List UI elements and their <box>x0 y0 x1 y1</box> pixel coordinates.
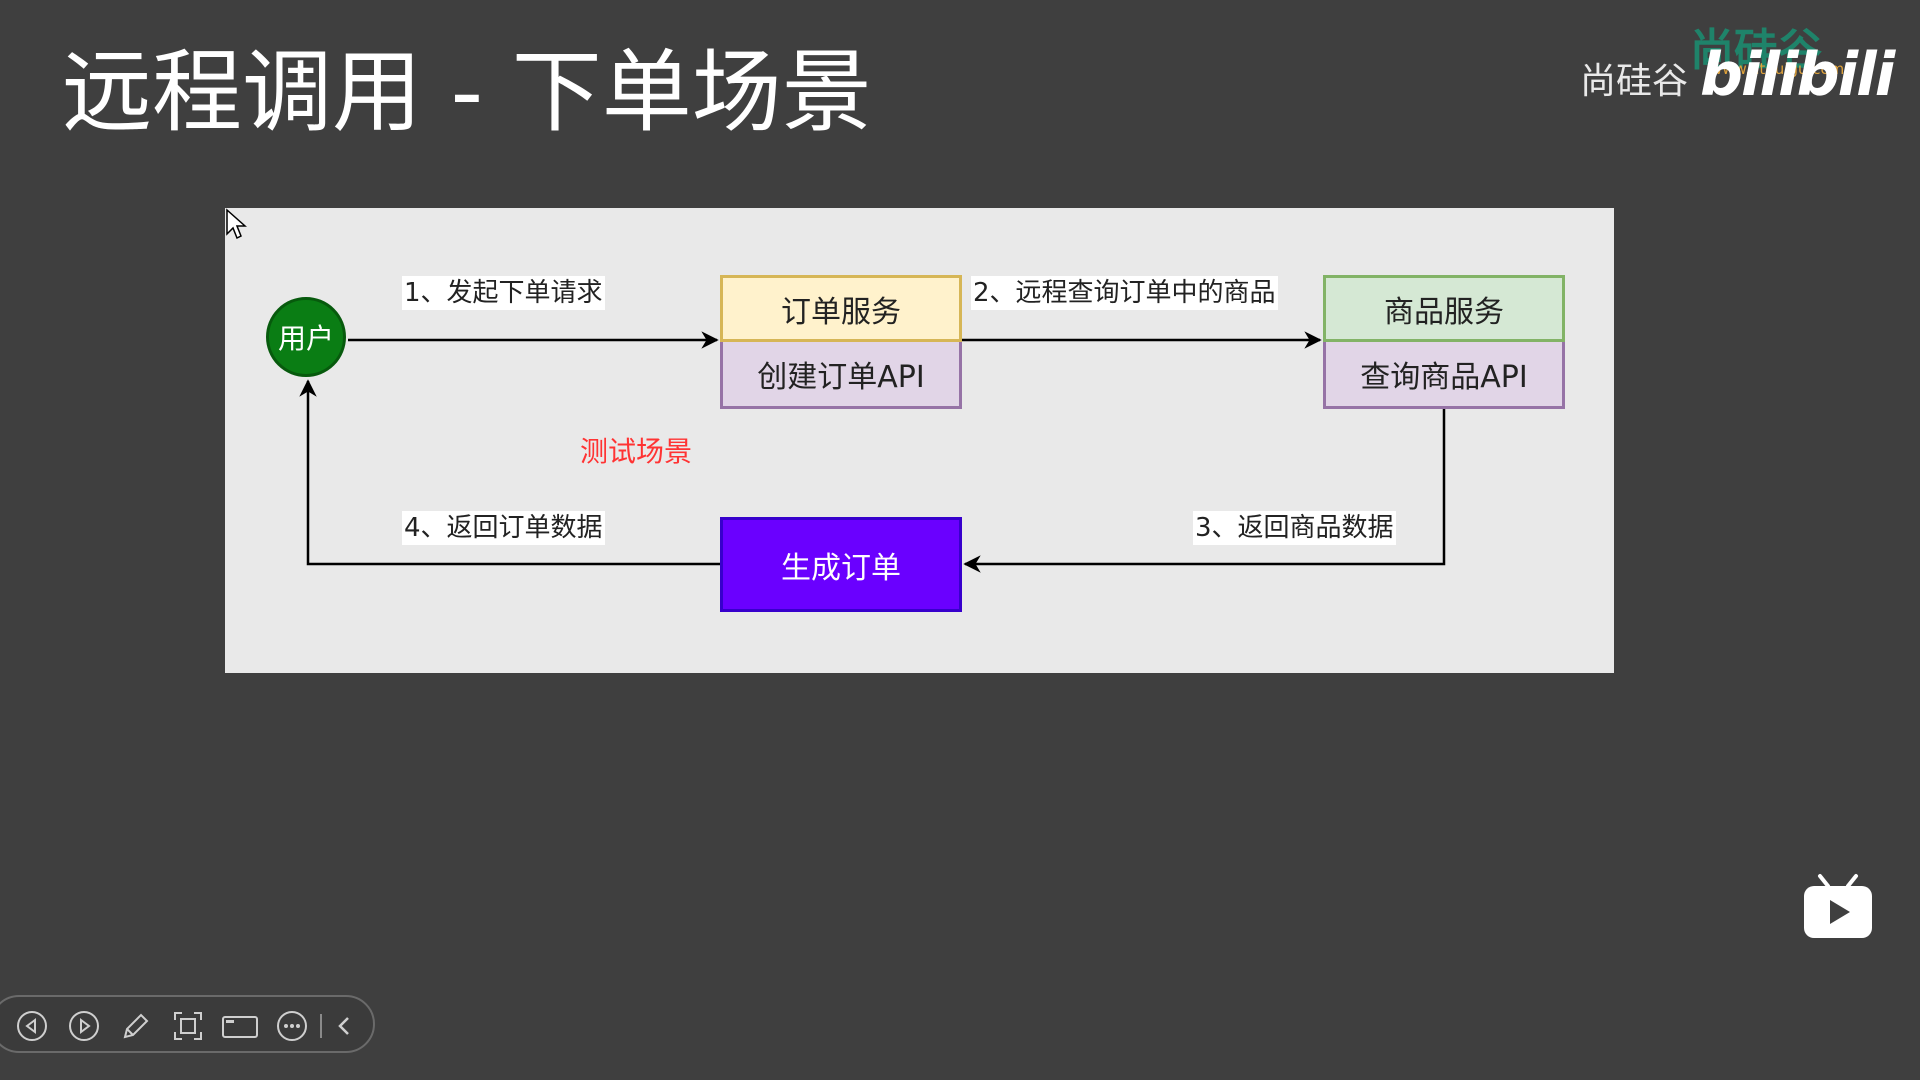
screenshot-icon[interactable] <box>171 1009 205 1043</box>
generate-order-label: 生成订单 <box>781 550 901 586</box>
brand-logo-mark: 尚硅谷 <box>1690 25 1822 76</box>
mouse-cursor-icon <box>226 208 247 240</box>
next-icon[interactable] <box>67 1009 101 1043</box>
brand-logo: 尚硅谷 www.atguigu.com 尚硅谷 bilibili <box>1580 14 1900 110</box>
arrow-product-to-generate <box>963 409 1446 573</box>
slide-title: 远程调用 - 下单场景 <box>62 40 872 145</box>
edge-label-step1: 1、发起下单请求 <box>402 276 605 310</box>
bilibili-logo: bilibili <box>1700 40 1895 110</box>
generate-order-box: 生成订单 <box>720 517 962 612</box>
edge-label-step4: 4、返回订单数据 <box>402 511 605 545</box>
create-order-api-box: 创建订单API <box>720 342 962 409</box>
arrow-generate-to-user <box>299 379 720 566</box>
order-service-box: 订单服务 <box>720 275 962 342</box>
previous-icon[interactable] <box>15 1009 49 1043</box>
query-product-api-box: 查询商品API <box>1323 342 1565 409</box>
camera-icon[interactable] <box>220 1009 260 1043</box>
brand-logo-text: 尚硅谷 <box>1580 61 1689 102</box>
bilibili-tv-icon[interactable] <box>1800 872 1876 942</box>
edge-label-step2: 2、远程查询订单中的商品 <box>971 276 1278 310</box>
edge-label-step3: 3、返回商品数据 <box>1193 511 1396 545</box>
test-scenario-note: 测试场景 <box>580 435 693 468</box>
flow-diagram: 用户 订单服务 创建订单API 商品服务 查询商品API 生成订单 1、发起下单… <box>225 208 1614 673</box>
brand-logo-url: www.atguigu.com <box>1710 60 1845 78</box>
user-node: 用户 <box>266 297 346 377</box>
pen-icon[interactable] <box>119 1009 153 1043</box>
collapse-icon[interactable] <box>328 1009 362 1043</box>
more-icon[interactable] <box>275 1009 309 1043</box>
diagram-connectors <box>299 331 1446 573</box>
presentation-toolbar <box>0 995 375 1053</box>
product-service-box: 商品服务 <box>1323 275 1565 342</box>
toolbar-divider <box>320 1014 322 1038</box>
